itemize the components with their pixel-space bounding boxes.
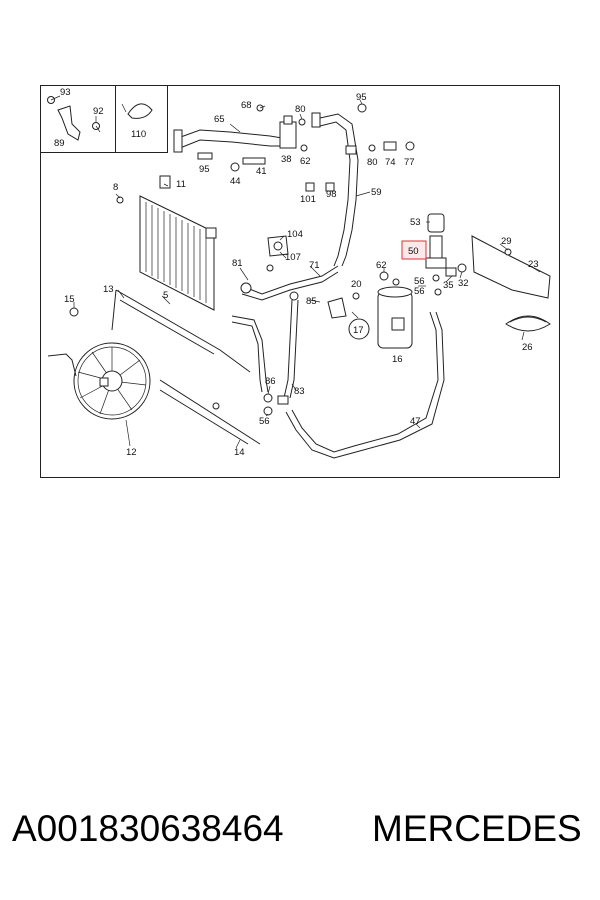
label-38: 38 [281, 154, 292, 165]
caption-bar: A001830638464 MERCEDES [0, 808, 600, 858]
label-17: 17 [353, 325, 364, 336]
line-71 [241, 265, 339, 295]
line-47 [285, 311, 445, 459]
pipe-65 [177, 129, 283, 139]
clamp-part [127, 103, 153, 119]
label-15: 15 [64, 294, 75, 305]
label-53: 53 [410, 217, 421, 228]
label-85: 85 [306, 296, 317, 307]
label-65: 65 [214, 114, 225, 125]
label-95b: 95 [356, 92, 367, 103]
label-93: 93 [60, 87, 71, 98]
label-41: 41 [256, 166, 267, 177]
highlight-box-50 [401, 240, 427, 260]
label-8: 8 [113, 182, 118, 193]
clamp-26 [505, 315, 551, 332]
label-35: 35 [443, 280, 454, 291]
label-56b: 56 [414, 286, 425, 297]
label-89: 89 [54, 138, 65, 149]
label-56a: 56 [414, 276, 425, 287]
label-81: 81 [232, 258, 243, 269]
expansion-valve-38 [279, 121, 297, 149]
label-11: 11 [176, 179, 186, 190]
label-80a: 80 [295, 104, 306, 115]
label-68: 68 [241, 100, 252, 111]
label-16: 16 [392, 354, 403, 365]
label-71: 71 [309, 260, 320, 271]
label-14: 14 [234, 447, 245, 458]
label-98: 98 [326, 189, 337, 200]
label-95a: 95 [199, 164, 210, 175]
pressure-sensor-50 [429, 235, 443, 261]
label-62b: 62 [376, 260, 387, 271]
label-12: 12 [126, 447, 137, 458]
line-59 [319, 113, 359, 267]
bracket-23 [471, 235, 551, 299]
label-62a: 62 [300, 156, 311, 167]
label-101: 101 [300, 194, 316, 205]
part-number: A001830638464 [12, 808, 284, 849]
callout-17-circle [348, 318, 370, 340]
label-83: 83 [294, 386, 305, 397]
label-23: 23 [528, 259, 539, 270]
brand-name: MERCEDES [372, 808, 582, 849]
label-26: 26 [522, 342, 533, 353]
label-50: 50 [408, 246, 419, 257]
label-44: 44 [230, 176, 241, 187]
label-20: 20 [351, 279, 362, 290]
inset-box-clamp [115, 85, 168, 153]
label-104: 104 [287, 229, 303, 240]
label-13: 13 [103, 284, 114, 295]
condenser-5 [139, 195, 215, 311]
label-59: 59 [371, 187, 382, 198]
label-80b: 80 [367, 157, 378, 168]
label-107: 107 [285, 252, 301, 263]
bracket-part [57, 105, 81, 141]
label-47: 47 [410, 416, 421, 427]
label-86: 86 [265, 376, 276, 387]
label-29: 29 [501, 236, 512, 247]
line-83 [283, 299, 293, 399]
label-56c: 56 [259, 416, 270, 427]
label-77: 77 [404, 157, 415, 168]
label-74: 74 [385, 157, 396, 168]
label-110: 110 [131, 129, 146, 140]
label-92: 92 [93, 106, 104, 117]
label-5: 5 [163, 290, 168, 301]
label-32: 32 [458, 278, 469, 289]
pressure-switch-53 [427, 213, 445, 233]
